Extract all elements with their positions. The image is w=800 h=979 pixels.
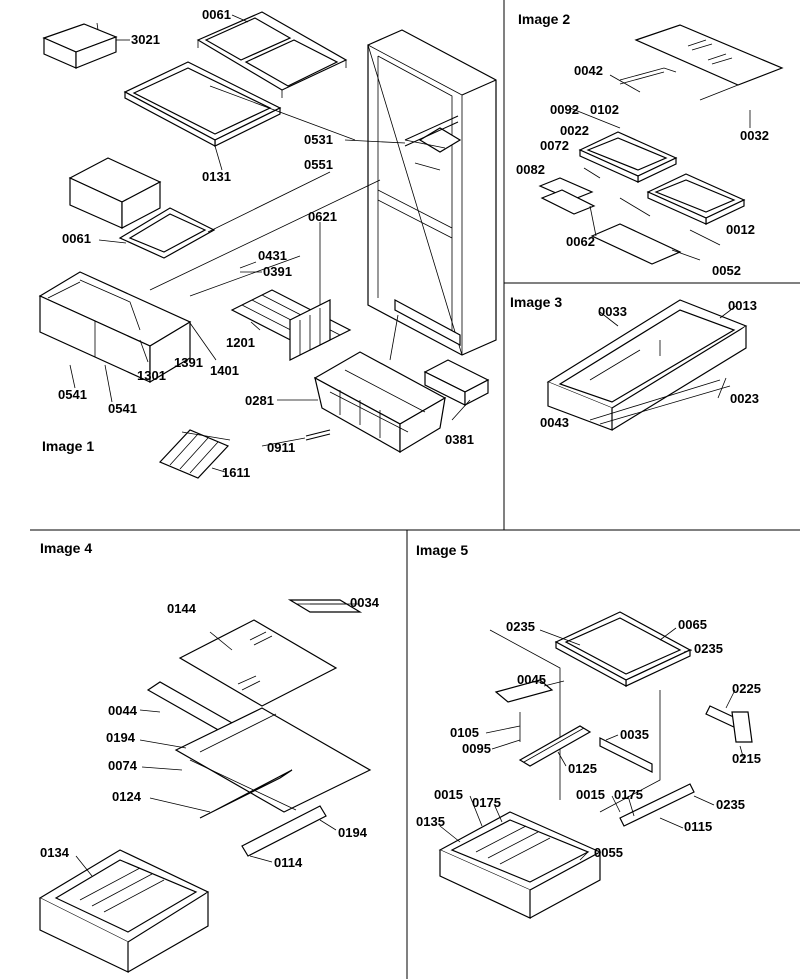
rail-0115 (619, 783, 695, 827)
part-label: 0032 (740, 128, 769, 143)
part-label: 0194 (106, 730, 135, 745)
rail-0125 (518, 725, 592, 767)
part-label: 0131 (202, 169, 231, 184)
shelf-0131 (123, 61, 282, 147)
panel-title-image1: Image 1 (42, 438, 95, 454)
part-label: 0015 (576, 787, 605, 802)
part-label: 0061 (202, 7, 231, 22)
part-label: 0013 (728, 298, 757, 313)
part-label: 0225 (732, 681, 761, 696)
part-label: 0134 (40, 845, 69, 860)
image4-drawing (38, 599, 372, 973)
tray-3021 (42, 22, 118, 69)
part-label: 0235 (716, 797, 745, 812)
part-label: 0381 (445, 432, 474, 447)
part-label: 1201 (226, 335, 255, 350)
part-label: 0034 (350, 595, 379, 610)
rail-0035 (599, 737, 653, 773)
part-label: 0194 (338, 825, 367, 840)
pin-0911 (305, 429, 331, 441)
part-label: 0033 (598, 304, 627, 319)
part-label: 0431 (258, 248, 287, 263)
part-label: 1401 (210, 363, 239, 378)
rail-0034 (287, 599, 363, 613)
part-label: 0043 (540, 415, 569, 430)
part-label: 0144 (167, 601, 196, 616)
part-label: 0042 (574, 63, 603, 78)
rail-0114 (241, 805, 327, 857)
part-label: 0023 (730, 391, 759, 406)
part-label: 0105 (450, 725, 479, 740)
part-label: 0124 (112, 789, 141, 804)
part-label: 0551 (304, 157, 333, 172)
image2-drawing (538, 24, 784, 265)
part-label: 0072 (540, 138, 569, 153)
part-label: 0035 (620, 727, 649, 742)
image3-drawing (546, 299, 748, 431)
wire-shelf-1201 (230, 289, 352, 361)
part-label: 0541 (108, 401, 137, 416)
part-label: 0135 (416, 814, 445, 829)
panel-title-image5: Image 5 (416, 542, 469, 558)
part-label: 0125 (568, 761, 597, 776)
image1-leaders (69, 14, 471, 473)
rail-0045 (494, 679, 554, 703)
part-label: 0055 (594, 845, 623, 860)
part-label: 0015 (434, 787, 463, 802)
part-label: 0621 (308, 209, 337, 224)
part-label: 0062 (566, 234, 595, 249)
frame (174, 707, 372, 813)
image5-drawing (438, 611, 753, 919)
part-label: 0095 (462, 741, 491, 756)
part-0215 (731, 711, 753, 743)
image1-drawing (38, 11, 497, 479)
module-0381 (423, 359, 490, 406)
part-label: 0235 (506, 619, 535, 634)
part-label: 0012 (726, 222, 755, 237)
crispers-0541 (38, 271, 192, 384)
part-label: 0391 (263, 264, 292, 279)
basket-0281 (313, 351, 447, 454)
part-label: 0175 (472, 795, 501, 810)
part-label: 0045 (517, 672, 546, 687)
part-label: 0065 (678, 617, 707, 632)
part-label: 0175 (614, 787, 643, 802)
part-label: 0061 (62, 231, 91, 246)
part-label: 0102 (590, 102, 619, 117)
glass-0032 (634, 24, 784, 86)
part-label: 3021 (131, 32, 160, 47)
cabinet (367, 29, 497, 356)
part-label: 0215 (732, 751, 761, 766)
rack-1611 (158, 429, 231, 479)
part-label: 0541 (58, 387, 87, 402)
shelf-0061-top (196, 11, 348, 98)
part-label: 0092 (550, 102, 579, 117)
part-label: 0115 (684, 819, 713, 834)
part-label: 0082 (516, 162, 545, 177)
part-label: 1611 (222, 465, 251, 480)
panel-title-image2: Image 2 (518, 11, 571, 27)
part-label: 0052 (712, 263, 741, 278)
drawer-set-middle (68, 157, 216, 259)
part-label: 0911 (267, 440, 296, 455)
part-label: 0074 (108, 758, 137, 773)
part-label: 0022 (560, 123, 589, 138)
panel-title-image4: Image 4 (40, 540, 93, 556)
rail-0052 (590, 223, 682, 265)
part-label: 0235 (694, 641, 723, 656)
rail-0124 (199, 769, 293, 819)
panel-dividers (30, 0, 800, 979)
part-label: 0044 (108, 703, 137, 718)
panel-title-image3: Image 3 (510, 294, 563, 310)
part-label: 0281 (245, 393, 274, 408)
part-label: 0114 (274, 855, 303, 870)
part-label: 1301 (137, 368, 166, 383)
part-label: 1391 (174, 355, 203, 370)
part-label: 0531 (304, 132, 333, 147)
glass-0144 (178, 619, 338, 707)
